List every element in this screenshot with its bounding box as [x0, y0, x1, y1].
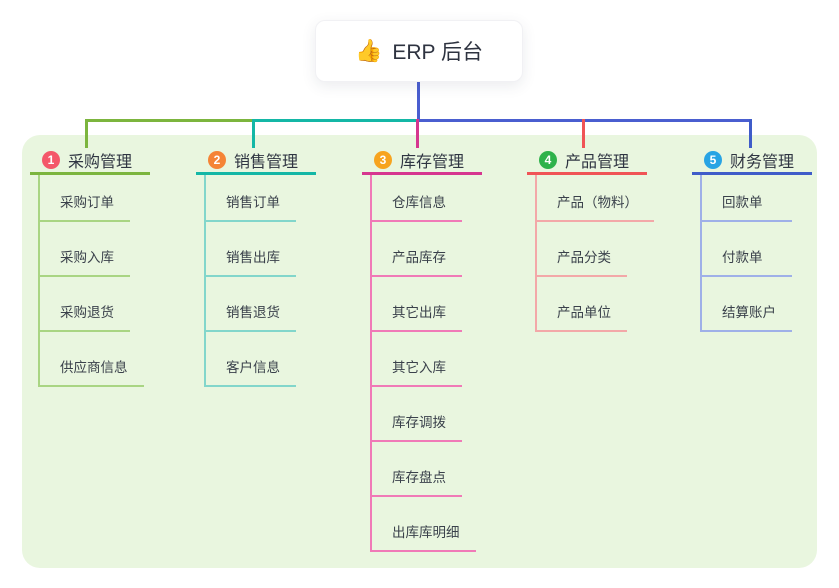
- child-node[interactable]: 产品单位: [537, 277, 627, 332]
- child-node[interactable]: 其它出库: [372, 277, 462, 332]
- branch-children: 采购订单采购入库采购退货供应商信息: [38, 175, 150, 387]
- branch-drop-line: [252, 119, 255, 148]
- branch-5: 5 财务管理回款单付款单结算账户: [692, 148, 812, 332]
- branch-4: 4 产品管理产品（物料）产品分类产品单位: [527, 148, 654, 332]
- child-node[interactable]: 采购订单: [40, 175, 130, 222]
- child-node[interactable]: 销售退货: [206, 277, 296, 332]
- child-node[interactable]: 销售出库: [206, 222, 296, 277]
- branch-drop-line: [582, 119, 585, 148]
- branch-number-badge: 4: [539, 151, 557, 169]
- child-node[interactable]: 产品（物料）: [537, 175, 654, 222]
- branch-label: 库存管理: [400, 154, 465, 171]
- child-node[interactable]: 其它入库: [372, 332, 462, 387]
- root-label: ERP 后台: [392, 41, 484, 64]
- branch-number-badge: 3: [374, 151, 392, 169]
- child-node[interactable]: 回款单: [702, 175, 792, 222]
- branch-header[interactable]: 5 财务管理: [692, 148, 812, 175]
- child-node[interactable]: 客户信息: [206, 332, 296, 387]
- child-node[interactable]: 仓库信息: [372, 175, 462, 222]
- branch-children: 产品（物料）产品分类产品单位: [535, 175, 654, 332]
- branch-label: 销售管理: [234, 154, 299, 171]
- thumbs-up-icon: 👍: [354, 38, 383, 63]
- child-node[interactable]: 采购退货: [40, 277, 130, 332]
- branch-children: 销售订单销售出库销售退货客户信息: [204, 175, 316, 387]
- branch-2: 2 销售管理销售订单销售出库销售退货客户信息: [196, 148, 316, 387]
- branch-children: 回款单付款单结算账户: [700, 175, 812, 332]
- bus-segment-blue: [418, 119, 752, 122]
- child-node[interactable]: 销售订单: [206, 175, 296, 222]
- branch-header[interactable]: 3 库存管理: [362, 148, 482, 175]
- child-node[interactable]: 结算账户: [702, 277, 792, 332]
- child-node[interactable]: 采购入库: [40, 222, 130, 277]
- branch-children: 仓库信息产品库存其它出库其它入库库存调拨库存盘点出库库明细: [370, 175, 482, 552]
- branch-label: 采购管理: [68, 154, 133, 171]
- branch-header[interactable]: 1 采购管理: [30, 148, 150, 175]
- branch-header[interactable]: 2 销售管理: [196, 148, 316, 175]
- branch-label: 财务管理: [730, 154, 795, 171]
- child-node[interactable]: 库存调拨: [372, 387, 462, 442]
- branch-3: 3 库存管理仓库信息产品库存其它出库其它入库库存调拨库存盘点出库库明细: [362, 148, 482, 552]
- root-connector-line: [417, 82, 420, 121]
- bus-segment-teal: [254, 119, 418, 122]
- child-node[interactable]: 供应商信息: [40, 332, 144, 387]
- child-node[interactable]: 付款单: [702, 222, 792, 277]
- branch-1: 1 采购管理采购订单采购入库采购退货供应商信息: [30, 148, 150, 387]
- root-node[interactable]: 👍 ERP 后台: [315, 20, 523, 82]
- branch-drop-line: [85, 119, 88, 148]
- child-node[interactable]: 产品库存: [372, 222, 462, 277]
- branch-drop-line: [416, 119, 419, 148]
- child-node[interactable]: 出库库明细: [372, 497, 476, 552]
- branch-number-badge: 1: [42, 151, 60, 169]
- branch-number-badge: 5: [704, 151, 722, 169]
- child-node[interactable]: 库存盘点: [372, 442, 462, 497]
- branch-number-badge: 2: [208, 151, 226, 169]
- branch-header[interactable]: 4 产品管理: [527, 148, 647, 175]
- bus-segment-green: [86, 119, 255, 122]
- branch-label: 产品管理: [565, 154, 630, 171]
- child-node[interactable]: 产品分类: [537, 222, 627, 277]
- branch-drop-line: [749, 119, 752, 148]
